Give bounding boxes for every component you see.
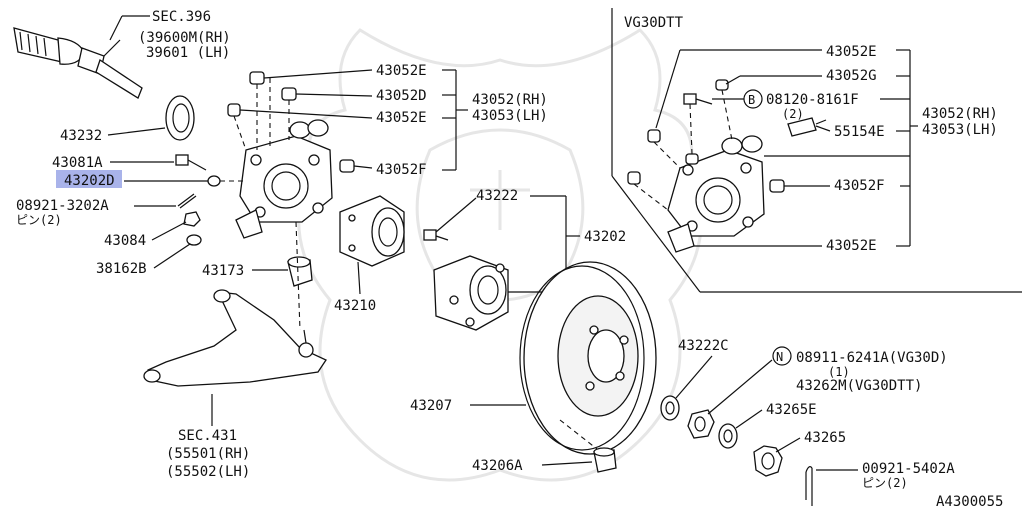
bolt-43206a[interactable] [593,447,617,473]
sec396-rh: (39600M(RH) [138,30,231,46]
vg30dtt-bracket [655,49,918,247]
leader [707,359,773,415]
bushing-43052f[interactable] [339,159,355,173]
leader [151,221,187,241]
dash-guides [233,84,290,151]
label-highlight [56,170,122,188]
leader [107,127,166,136]
cotter-pin-00921[interactable] [805,466,813,506]
label-43052e-1[interactable]: 43052E [376,63,427,79]
b-badge-text: B [748,93,755,107]
leader [109,15,123,41]
leader [153,243,191,269]
label-43265[interactable]: 43265 [804,430,846,446]
vg-label-08120-qty: (2) [782,107,804,121]
label-43084[interactable]: 43084 [104,233,146,249]
dash-guides [295,221,301,331]
n-badge [772,346,792,366]
vg-label-43052f[interactable]: 43052F [834,178,885,194]
vg-label-43052e-b[interactable]: 43052E [826,238,877,254]
hub-43210[interactable] [339,195,405,267]
sec431-rh: (55501(RH) [166,446,250,462]
leader [675,355,713,399]
bushing-43173[interactable] [287,256,313,287]
vg30dtt-frame [611,8,1022,293]
label-43222[interactable]: 43222 [476,188,518,204]
label-43207[interactable]: 43207 [410,398,452,414]
bolt-43081a[interactable] [175,154,207,171]
sec396-title[interactable]: SEC.396 [152,9,211,25]
bushing-43052e-top[interactable] [249,71,265,85]
label-43265e[interactable]: 43265E [766,402,817,418]
brake-rotor-43207[interactable] [519,261,657,455]
label-43052d[interactable]: 43052D [376,88,427,104]
nut-43084[interactable] [183,211,201,227]
washer-43202d[interactable] [207,175,221,187]
washer-43265e[interactable] [718,423,738,449]
label-43173[interactable]: 43173 [202,263,244,279]
vg30dtt-knuckle[interactable] [667,135,765,253]
washer-43222c[interactable] [660,395,680,421]
dash-guides [633,89,733,211]
sec431-title[interactable]: SEC.431 [178,428,237,444]
label-43052-rh[interactable]: 43052(RH) [472,92,548,108]
sensor-55154e[interactable] [787,117,827,137]
label-43206a[interactable]: 43206A [472,458,523,474]
label-43202[interactable]: 43202 [584,229,626,245]
n-badge-text: N [776,350,783,364]
label-38162b[interactable]: 38162B [96,261,147,277]
label-43262m[interactable]: 43262M(VG30DTT) [796,378,922,394]
label-43081a[interactable]: 43081A [52,155,103,171]
leader [541,461,593,466]
label-08911[interactable]: 08911-6241A(VG30D) [796,350,948,366]
bracket-43052 [239,69,468,171]
label-43232[interactable]: 43232 [60,128,102,144]
leader [735,409,763,429]
label-43053-lh: 43053(LH) [472,108,548,124]
vg-label-08120[interactable]: 08120-8161F [766,92,859,108]
drive-shaft[interactable] [13,27,143,99]
figure-code: A4300055 [936,494,1003,510]
label-08911-qty: (1) [828,365,850,379]
vg-label-43053-lh: 43053(LH) [922,122,998,138]
sec431-lh: (55502(LH) [166,464,250,480]
axle-hub-43202[interactable] [433,255,509,331]
vg-label-43052e-a[interactable]: 43052E [826,44,877,60]
seal-43232[interactable] [165,95,195,141]
vg-label-43052g[interactable]: 43052G [826,68,877,84]
vg30dtt-bolt-08120[interactable] [683,93,713,105]
label-43052f[interactable]: 43052F [376,162,427,178]
cotter-pin[interactable] [177,193,197,209]
sec396-lh: 39601 (LH) [146,45,230,61]
label-43210[interactable]: 43210 [334,298,376,314]
washer-38162b[interactable] [186,234,202,246]
vg-label-43052-rh[interactable]: 43052(RH) [922,106,998,122]
label-pin-left: ピン(2) [16,213,62,227]
nut-08911[interactable] [687,409,715,439]
label-00921-5402a[interactable]: 00921-5402A [862,461,955,477]
leader [357,261,361,295]
vg30dtt-title[interactable]: VG30DTT [624,15,684,31]
knuckle[interactable] [235,135,333,239]
stud-43222[interactable] [423,229,449,241]
lower-arm[interactable] [143,289,327,387]
label-08921-3202a[interactable]: 08921-3202A [16,198,109,214]
label-43222c[interactable]: 43222C [678,338,729,354]
nut-43265[interactable] [753,445,783,477]
bushing-upper-pair[interactable] [289,119,329,139]
bushing-43052e-mid[interactable] [227,103,241,117]
label-43202d[interactable]: 43202D [64,173,115,189]
label-pin-right: ピン(2) [862,476,908,490]
leader [775,437,801,453]
vg-label-55154e[interactable]: 55154E [834,124,885,140]
bushing-43052d[interactable] [281,87,297,101]
label-43052e-2[interactable]: 43052E [376,110,427,126]
